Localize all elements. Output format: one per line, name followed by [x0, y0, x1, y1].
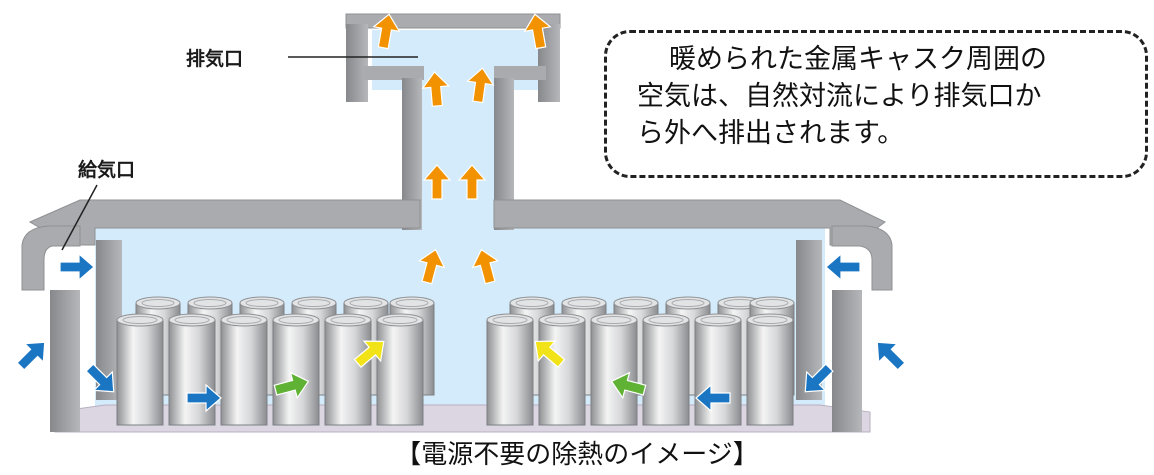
callout-line-3: ら外へ排出されます。 — [637, 118, 905, 149]
callout-line-2: 空気は、自然対流により排気口か — [637, 81, 1042, 112]
diagram-caption: 【電源不要の除熱のイメージ】 — [395, 440, 759, 470]
cool-air-arrow-5 — [825, 252, 861, 282]
cask-front-left-6 — [376, 313, 424, 426]
hot-air-arrow-6 — [457, 164, 487, 200]
intake-leader-line — [61, 184, 98, 251]
hot-air-arrow-1 — [372, 13, 401, 50]
explanation-callout: 暖められた金属キャスク周囲の 空気は、自然対流により排気口か ら外へ排出されます… — [604, 30, 1148, 178]
cask-front-right-4 — [642, 313, 690, 426]
cool-air-arrow-7 — [804, 363, 834, 393]
airflow-arrows — [16, 13, 906, 413]
cool-air-arrow-8 — [695, 383, 731, 413]
cool-air-arrow-1 — [59, 252, 95, 282]
callout-line-1: 暖められた金属キャスク周囲の — [669, 44, 1047, 75]
warm-air-arrow-2 — [534, 340, 566, 368]
hot-air-arrow-4 — [466, 67, 495, 104]
cask-front-left-4 — [272, 313, 320, 426]
intake-label: 給気口 — [78, 159, 136, 181]
hot-air-arrow-8 — [471, 248, 500, 285]
cask-front-right-3 — [590, 313, 638, 426]
cask-front-left-1 — [116, 313, 164, 426]
hot-air-arrow-7 — [417, 248, 446, 285]
cask-front-right-5 — [694, 313, 742, 426]
cask-front-left-3 — [220, 313, 268, 426]
cool-air-arrow-6 — [876, 341, 906, 371]
cask-front-left-5 — [324, 313, 372, 426]
hot-air-arrow-5 — [422, 164, 452, 200]
cask-front-right-2 — [538, 313, 586, 426]
cool-air-arrow-3 — [85, 363, 115, 393]
warming-air-arrow-2 — [610, 371, 647, 400]
cool-air-arrow-2 — [16, 341, 46, 371]
exhaust-structure — [345, 13, 561, 230]
hot-air-arrow-3 — [421, 71, 451, 108]
hot-air-arrow-2 — [523, 13, 552, 50]
cask-front-right-6 — [746, 313, 794, 426]
warm-air-arrow-1 — [353, 340, 385, 368]
warming-air-arrow-1 — [273, 371, 310, 400]
cool-air-arrow-4 — [186, 383, 222, 413]
cask-front-right-1 — [486, 313, 534, 426]
exhaust-label: 排気口 — [186, 48, 244, 70]
